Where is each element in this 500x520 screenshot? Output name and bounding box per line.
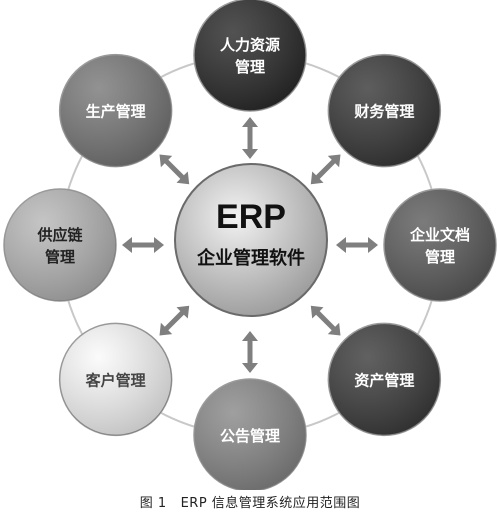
module-label: 人力资源	[220, 36, 280, 54]
double-arrow-icon	[159, 154, 190, 185]
module-label: 财务管理	[354, 103, 414, 121]
module-label: 管理	[235, 58, 265, 76]
module-label: 资产管理	[354, 371, 414, 389]
center-subtitle: 企业管理软件	[196, 247, 305, 269]
figure-caption-text: ERP 信息管理系统应用范围图	[180, 496, 361, 511]
double-arrow-icon	[159, 305, 190, 336]
module-label: 生产管理	[86, 103, 146, 121]
module-label: 管理	[425, 248, 455, 266]
module-shade	[194, 0, 306, 111]
module-shade	[328, 54, 441, 167]
center-circle	[174, 163, 328, 317]
center-title: ERP	[216, 198, 286, 236]
double-arrow-icon	[310, 154, 341, 185]
module-label: 公告管理	[220, 427, 280, 445]
module-label: 管理	[45, 248, 75, 266]
module-shade	[384, 189, 496, 301]
module-node: 财务管理	[327, 53, 442, 168]
double-arrow-icon	[336, 237, 378, 253]
double-arrow-icon	[242, 117, 258, 159]
module-node: 公告管理	[193, 378, 307, 490]
center-node: ERP 企业管理软件	[174, 163, 328, 317]
figure-caption: 图 1 ERP 信息管理系统应用范围图	[0, 492, 500, 511]
module-node: 生产管理	[58, 53, 173, 168]
module-label: 供应链	[36, 226, 83, 244]
module-shade	[59, 54, 172, 167]
module-shade	[328, 323, 441, 436]
double-arrow-icon	[242, 331, 258, 373]
module-node: 客户管理	[58, 322, 173, 437]
module-label: 客户管理	[85, 371, 146, 389]
module-shade	[194, 379, 306, 490]
module-shade	[59, 323, 172, 436]
module-label: 企业文档	[409, 226, 470, 244]
module-shade	[4, 189, 116, 301]
double-arrow-icon	[310, 305, 341, 336]
figure-number: 图 1	[139, 496, 167, 511]
double-arrow-icon	[122, 237, 164, 253]
connector-arrows	[122, 117, 378, 373]
module-node: 资产管理	[327, 322, 442, 437]
